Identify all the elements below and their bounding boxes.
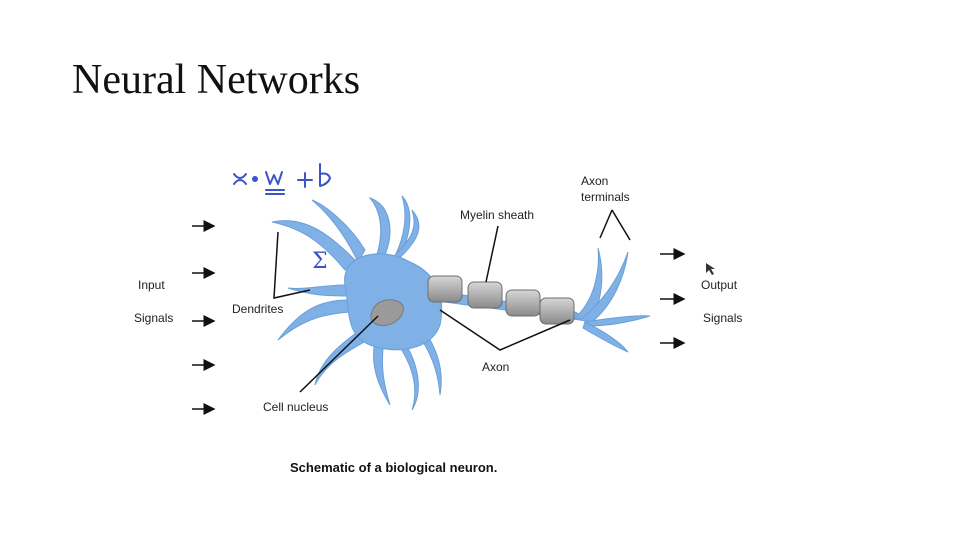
output-label: Output [701,278,738,292]
slide-title: Neural Networks [72,57,361,103]
input-label: Input [138,278,165,292]
dendrites-label: Dendrites [232,302,283,316]
myelin-segment [467,281,503,309]
input-arrows [192,220,216,415]
myelin-sheath-label: Myelin sheath [460,208,534,222]
cell-nucleus-label: Cell nucleus [263,400,328,414]
sum-symbol: Σ [312,249,328,274]
myelin-segment [427,275,463,303]
cursor-icon [706,263,715,275]
diagram-caption: Schematic of a biological neuron. [290,460,497,475]
output-arrows [660,248,686,349]
axon-terminals-label: Axon [581,174,608,188]
myelin-segment [539,297,575,325]
handwritten-formula [233,163,331,195]
myelin-segment [505,289,541,317]
input-signals-label: Signals [134,311,173,325]
output-signals-label: Signals [703,311,742,325]
leader-lines [273,209,631,393]
neuron-shape [271,195,651,411]
axon-label: Axon [482,360,509,374]
axon-terminals-label-2: terminals [581,190,630,204]
myelin-sheath [427,275,575,325]
cell-nucleus [370,299,404,326]
